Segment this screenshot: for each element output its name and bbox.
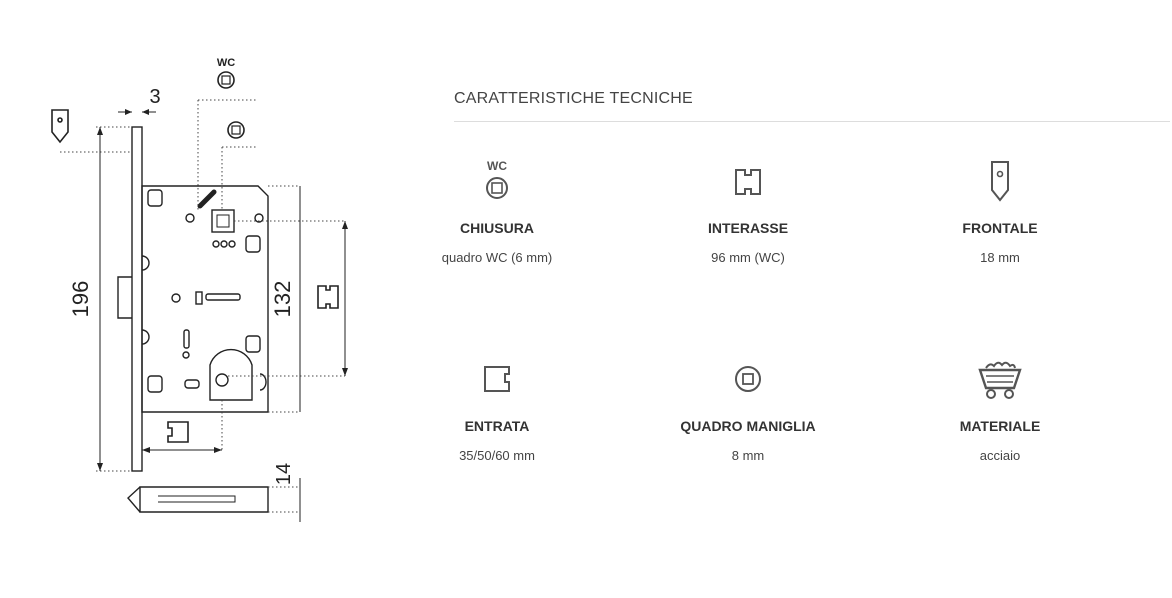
faceplate-icon: [991, 161, 1009, 202]
cylinder-cam: [215, 373, 229, 387]
ore-cart-icon: [978, 361, 1022, 399]
slot: [147, 189, 163, 207]
spec-label: CHIUSURA: [460, 220, 534, 236]
side-view-body: [139, 486, 269, 513]
spec-value: acciaio: [979, 448, 1021, 463]
spindle-square: [211, 209, 235, 233]
spec-frontale: FRONTALE 18 mm: [910, 158, 1090, 265]
interaxis-icon: [317, 285, 339, 309]
wc-square-icon: [217, 71, 235, 89]
spec-label: MATERIALE: [959, 418, 1041, 434]
handle-square-icon: [227, 121, 245, 139]
cylinder-hole: [209, 348, 253, 401]
slot: [245, 335, 261, 353]
screw-hole: [171, 293, 181, 303]
interaxis-icon: [735, 169, 761, 195]
spec-value: 35/50/60 mm: [459, 448, 535, 463]
faceplate-icon: [51, 109, 69, 144]
spec-materiale: MATERIALE acciaio: [910, 356, 1090, 463]
slot: [147, 375, 163, 393]
latch-bolt: [117, 276, 132, 319]
section-title: CARATTERISTICHE TECNICHE: [454, 90, 693, 107]
wc-icon-text: WC: [487, 159, 507, 173]
spec-label: FRONTALE: [962, 220, 1038, 236]
spec-value: 18 mm: [980, 250, 1020, 265]
notch: [141, 329, 150, 345]
spec-entrata: ENTRATA 35/50/60 mm: [407, 356, 587, 463]
dim-depth: 14: [273, 463, 295, 485]
title-divider: [454, 121, 1170, 122]
catch: [195, 291, 203, 305]
dot: [228, 240, 236, 248]
lock-body: [141, 185, 269, 413]
dim-height: 196: [68, 281, 93, 318]
spec-label: QUADRO MANIGLIA: [680, 418, 816, 434]
side-view-slot: [158, 495, 236, 503]
wc-label: WC: [217, 57, 235, 69]
slot: [184, 379, 200, 389]
slot: [245, 235, 261, 253]
wc-square-icon: WC: [486, 159, 508, 199]
spec-quadro-maniglia: QUADRO MANIGLIA 8 mm: [658, 356, 838, 463]
slot: [183, 329, 190, 349]
screw-hole: [182, 351, 190, 359]
spec-label: INTERASSE: [707, 220, 789, 236]
notch: [141, 255, 150, 271]
lock-technical-drawing: 3 196 132 14 WC: [51, 57, 348, 522]
dot: [220, 240, 228, 248]
handle-square-icon: [735, 366, 761, 392]
side-view-tip: [127, 486, 141, 513]
notch: [259, 373, 267, 391]
spec-interasse: INTERASSE 96 mm (WC): [658, 158, 838, 265]
lever: [197, 189, 217, 209]
slot: [205, 293, 241, 301]
dim-thickness: 3: [149, 86, 160, 108]
spindle-inner: [216, 214, 230, 228]
spec-value: quadro WC (6 mm): [441, 250, 553, 265]
dot: [212, 240, 220, 248]
spec-value: 8 mm: [731, 448, 765, 463]
backset-icon: [484, 366, 510, 392]
spec-value: 96 mm (WC): [711, 250, 785, 265]
screw-hole: [254, 213, 264, 223]
screw-hole: [185, 213, 195, 223]
faceplate: [131, 126, 143, 472]
backset-icon: [167, 421, 189, 443]
spec-label: ENTRATA: [464, 418, 530, 434]
dim-interaxis: 132: [270, 281, 295, 318]
spec-chiusura: WC CHIUSURA quadro WC (6 mm): [407, 158, 587, 265]
